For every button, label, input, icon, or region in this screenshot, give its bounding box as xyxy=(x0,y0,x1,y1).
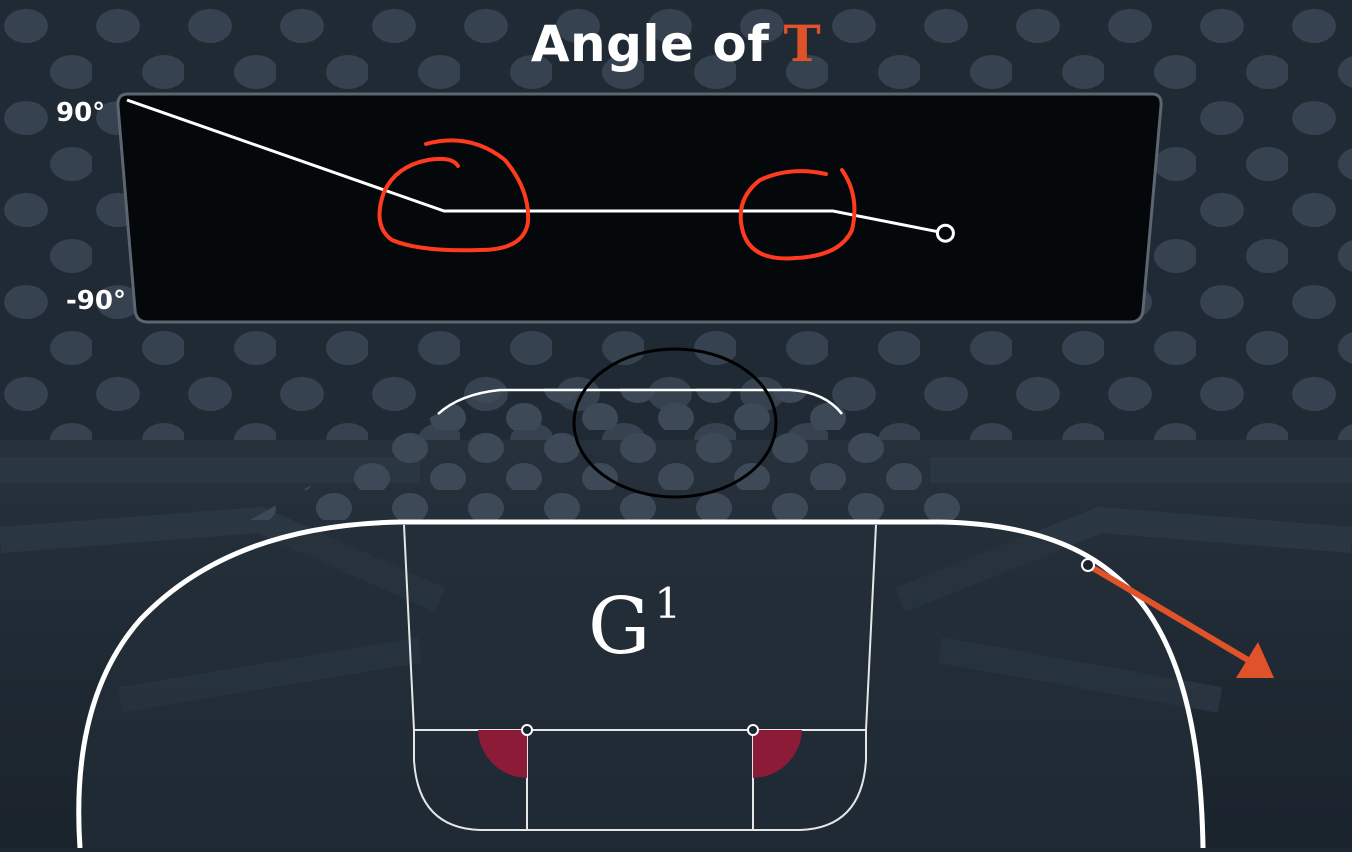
annotation-red-circle-left xyxy=(377,138,531,253)
curvature-point-left xyxy=(521,724,533,736)
curvature-point-right xyxy=(747,724,759,736)
title-symbol: T xyxy=(783,14,822,73)
graph-panel xyxy=(116,92,1163,324)
y-axis-max-label: 90° xyxy=(56,98,106,128)
shape-label-superscript: 1 xyxy=(654,579,682,628)
curvature-disc-left xyxy=(478,730,527,778)
shape-label-letter: G xyxy=(588,582,651,672)
extrusion-top-edge xyxy=(437,388,843,415)
annotation-red-circle-right xyxy=(738,168,857,261)
arrow-right-down-icon xyxy=(1236,642,1274,678)
extrusion xyxy=(250,387,1000,520)
angle-trace-line xyxy=(126,98,946,235)
tangent-vector-line xyxy=(1086,562,1250,663)
shape-label: G1 xyxy=(588,583,681,667)
y-axis-min-label: -90° xyxy=(66,286,126,316)
shape-outline xyxy=(76,519,1206,849)
title-text: Angle of xyxy=(530,15,770,73)
tangent-point xyxy=(1081,558,1095,572)
annotation-black-circle xyxy=(572,347,778,499)
curvature-disc-right xyxy=(753,730,802,778)
trace-endpoint xyxy=(935,223,955,243)
